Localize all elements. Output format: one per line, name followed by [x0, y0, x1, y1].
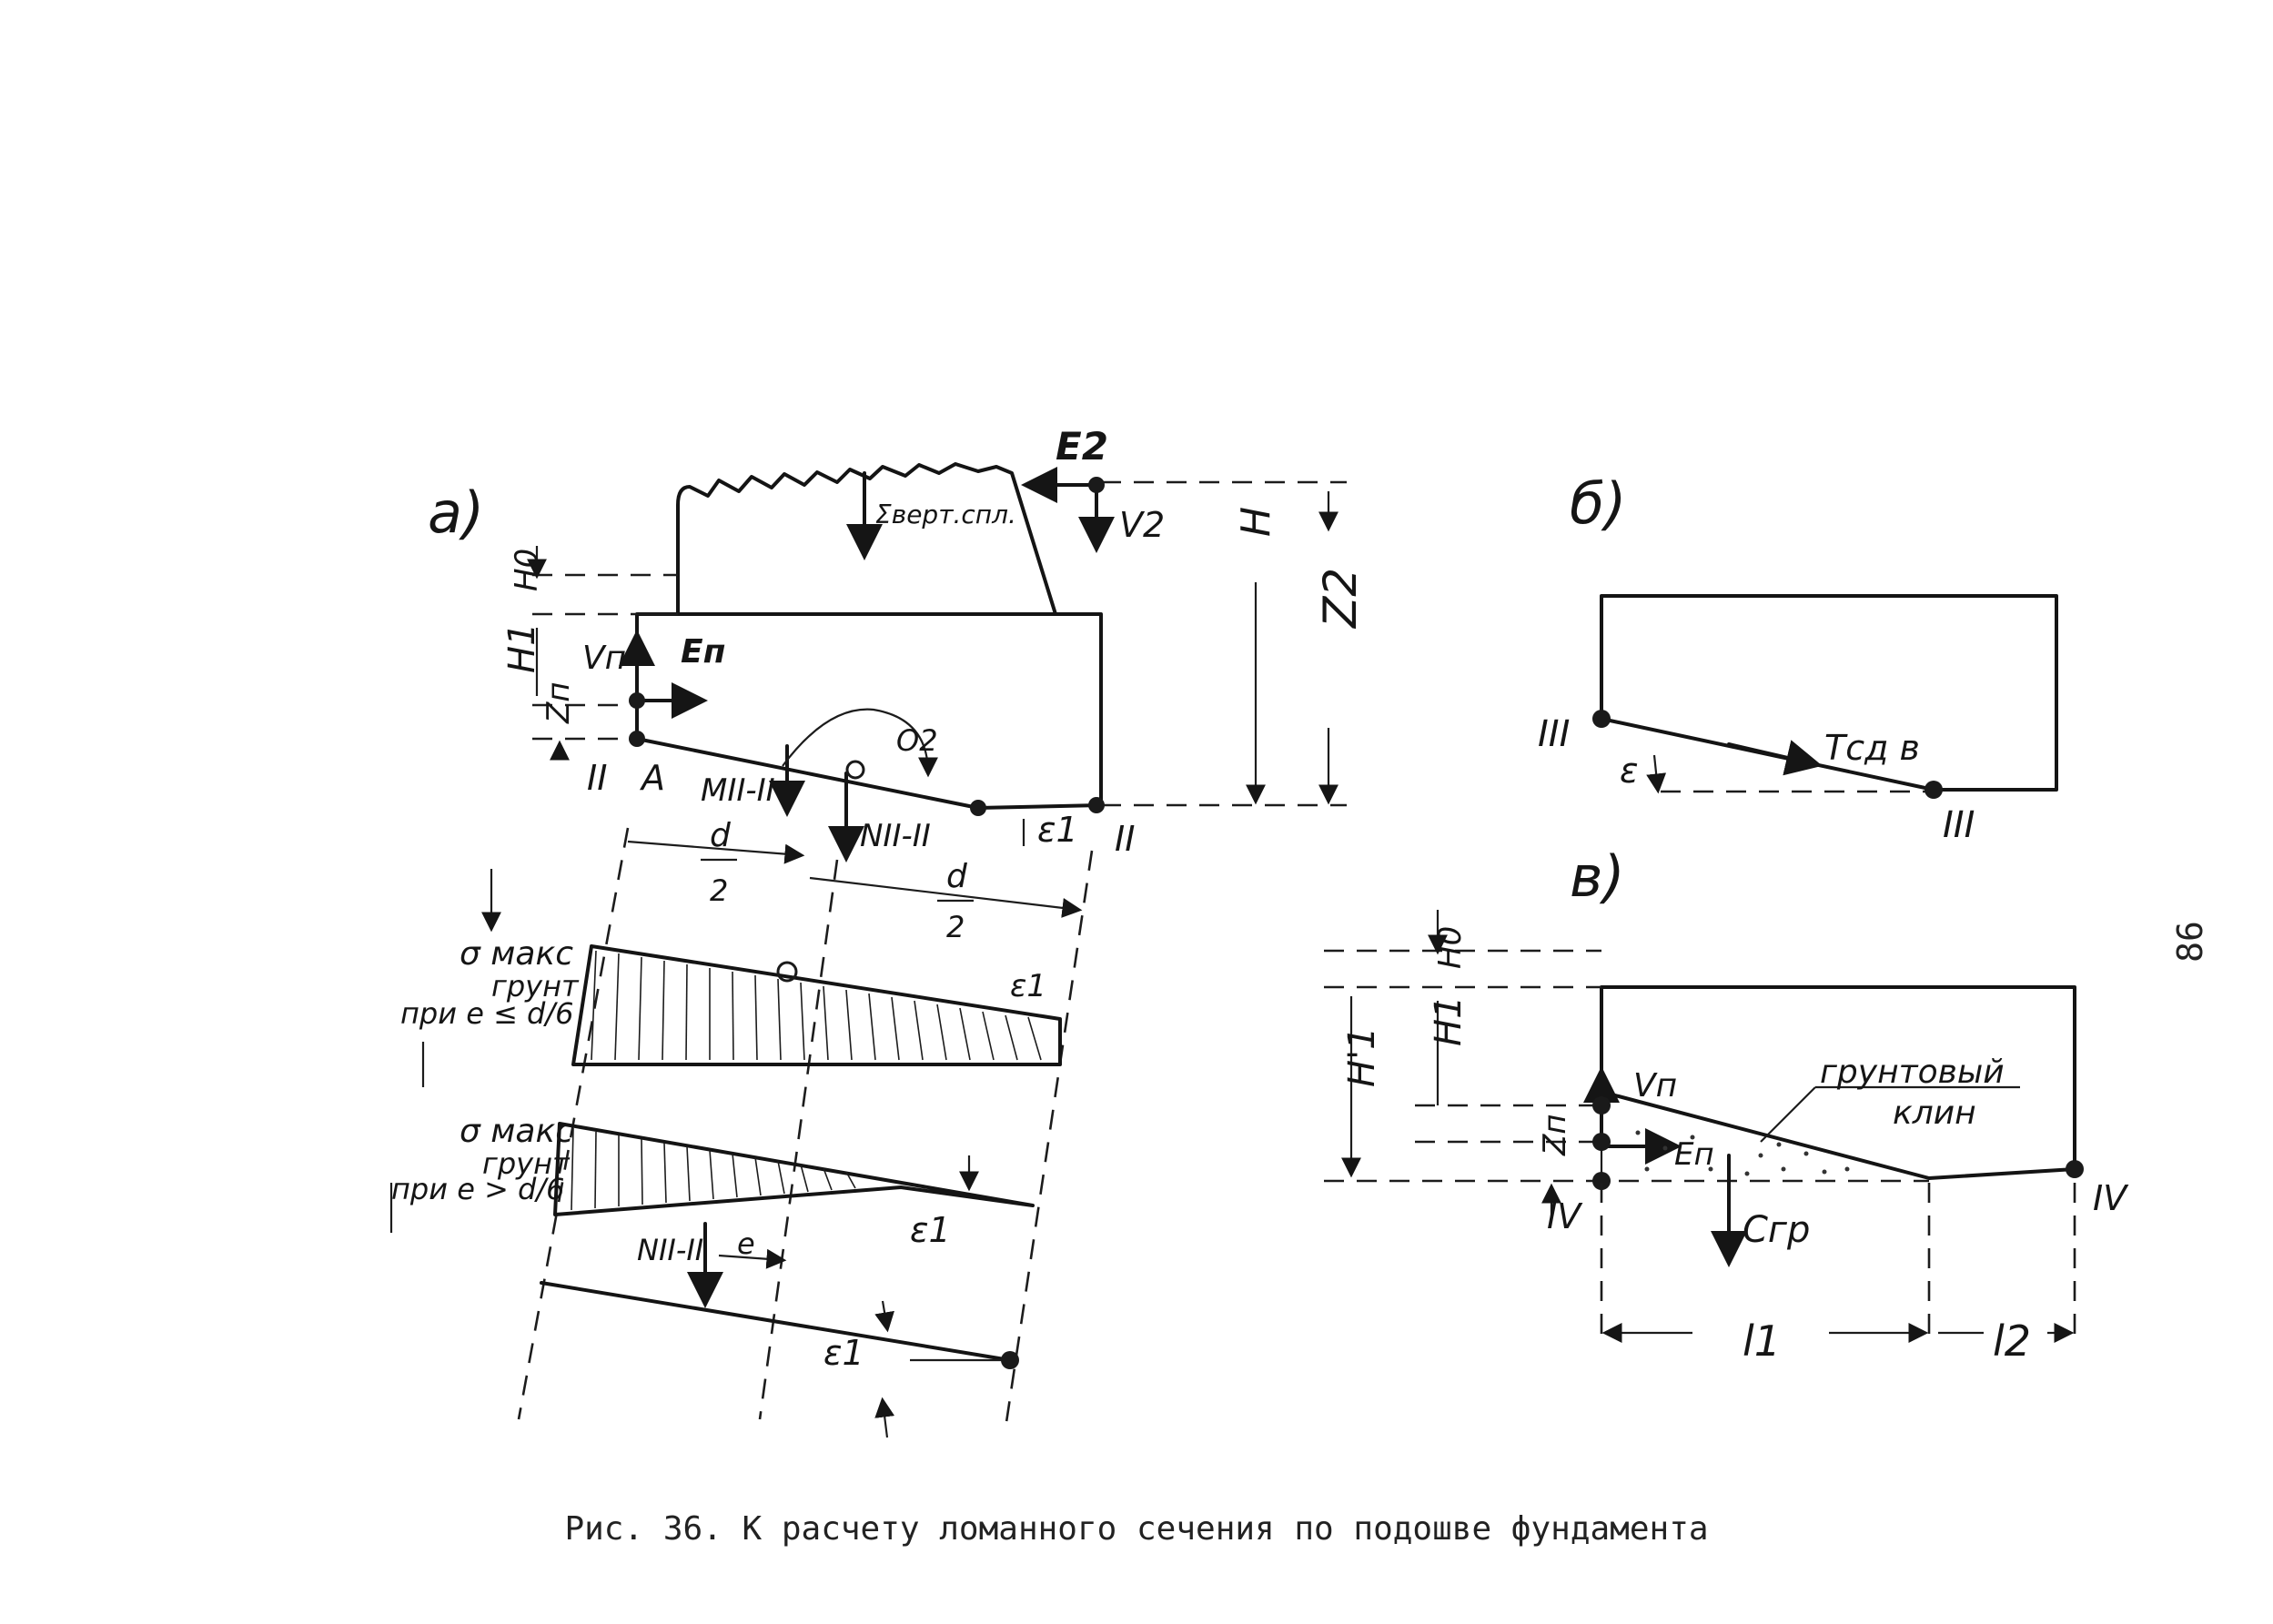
e-label: e: [737, 1226, 755, 1261]
figure-caption: Рис. 36. К расчету ломанного сечения по …: [564, 1510, 1709, 1548]
l1-label: l1: [1743, 1316, 1781, 1366]
wedge-label-2: клин: [1893, 1094, 1976, 1132]
panel-c-letter: в): [1570, 843, 1625, 910]
sigma2-b: грунт: [482, 1146, 571, 1181]
c-h0-label: H0: [1432, 926, 1469, 969]
sum-label: Σверт.спл.: [875, 499, 1016, 530]
d2a-den: 2: [710, 873, 728, 908]
v2-label: V2: [1119, 505, 1165, 545]
projector-3: [1004, 850, 1094, 1429]
soil-wedge-dots: [1635, 1130, 1850, 1176]
panel-a: a) H0 H1 Zп H Z2 E2 V2 Σверт.спл: [389, 424, 1367, 1438]
eps1-label: ε1: [1037, 810, 1078, 850]
panel-c: в) H0 H1 H'1 Zп Vп Eп Cгр: [1324, 843, 2129, 1366]
d2b-den: 2: [946, 910, 965, 944]
section-iii-left: III: [1538, 713, 1570, 755]
eps1-c-label: ε1: [910, 1210, 951, 1250]
panel-b: б) III ε Tсд в III: [1538, 470, 2058, 846]
section-iv-left: IV: [1547, 1196, 1583, 1236]
bottom-tilted-line: [540, 1281, 1012, 1362]
point-a-label: A: [639, 758, 665, 798]
vp-label: Vп: [582, 640, 626, 677]
superstructure-outline: [676, 462, 1057, 616]
sigma1-a: σ макс: [460, 935, 573, 973]
stress-diagram-1: [571, 944, 1062, 1066]
n-label: NII-II: [860, 818, 931, 854]
eps1-d-label: ε1: [823, 1333, 864, 1373]
c-zp-label: Zп: [1537, 1114, 1573, 1156]
sigma1-b: грунт: [491, 969, 580, 1004]
c-ep-label: Eп: [1674, 1136, 1714, 1173]
stress-hatch-2: [571, 1127, 856, 1211]
h0-label: H0: [509, 549, 545, 591]
section-iii-right: III: [1943, 804, 1975, 846]
panel-a-letter: a): [428, 479, 484, 546]
h1-label: H1: [501, 622, 543, 673]
sigma2-c: при e > d/6: [391, 1172, 565, 1206]
n2-label: NII-II: [637, 1233, 703, 1267]
page-number: 86: [2170, 921, 2210, 963]
c-h1p-label: H'1: [1341, 1026, 1383, 1087]
section-ii-right: II: [1115, 819, 1135, 859]
foundation-outline: [635, 612, 1103, 810]
o2-label: O2: [896, 723, 938, 758]
zp-label: Zп: [540, 681, 577, 724]
d2b-num: d: [946, 858, 968, 895]
projector-2: [758, 859, 839, 1420]
stress-diagram-2: [553, 1122, 1035, 1216]
c-vp-label: Vп: [1633, 1067, 1677, 1105]
d2a-num: d: [710, 817, 732, 854]
section-iv-right: IV: [2093, 1178, 2129, 1218]
c-cgr-label: Cгр: [1743, 1209, 1810, 1251]
c-h1-label: H1: [1428, 995, 1470, 1046]
wedge-label-1: грунтовый: [1820, 1054, 2005, 1091]
m-label: MII-II: [701, 772, 775, 809]
sigma1-c: при e ≤ d/6: [400, 996, 574, 1031]
eps1-b-label: ε1: [1010, 968, 1046, 1004]
ep-label: Eп: [681, 633, 725, 671]
e2-label: E2: [1056, 424, 1108, 469]
sigma2-a: σ макс: [460, 1113, 573, 1150]
h-label: H: [1233, 507, 1279, 537]
stress-hatch-1: [591, 950, 1042, 1061]
block-b-outline: [1600, 594, 2058, 792]
t-label: Tсд в: [1824, 728, 1920, 768]
eps-label: ε: [1620, 751, 1639, 791]
l2-label: l2: [1993, 1316, 2031, 1366]
section-ii-left: II: [587, 758, 607, 798]
o2-arc: [782, 708, 938, 778]
z2-label: Z2: [1314, 568, 1367, 630]
block-c-outline: [1600, 985, 2076, 1180]
projector-1: [517, 827, 630, 1420]
panel-b-letter: б): [1570, 470, 1626, 537]
